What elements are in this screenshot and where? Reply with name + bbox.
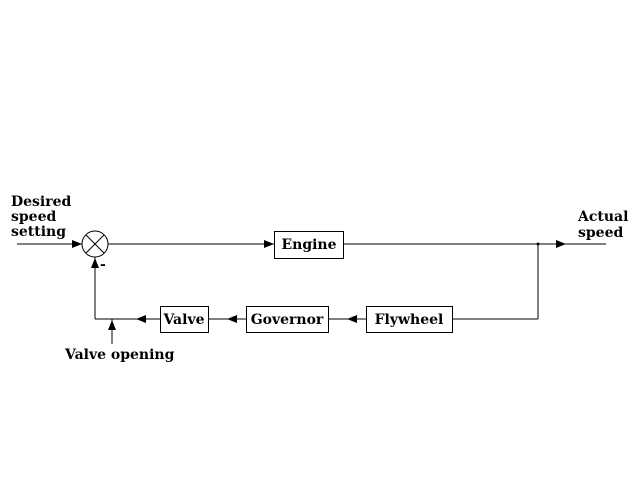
engine-block	[274, 231, 344, 259]
arrowhead-input	[72, 240, 82, 248]
summing-cross-2	[85, 234, 105, 254]
arrowhead-output	[556, 240, 566, 248]
governor-label: Governor	[251, 312, 324, 328]
arrowhead-engine	[264, 240, 274, 248]
arrowhead-valve-opening	[108, 320, 116, 330]
input-label-line-1: Desired	[11, 194, 72, 210]
output-label-line-2: speed	[578, 225, 624, 241]
minus-sign: -	[100, 257, 106, 273]
flywheel-label: Flywheel	[375, 312, 444, 328]
valve-opening-label: Valve opening	[65, 347, 175, 363]
arrowhead-feedback-up	[91, 258, 99, 268]
input-label-line-2: speed	[11, 209, 57, 225]
output-label-line-1: Actual	[578, 209, 629, 225]
governor-block	[246, 306, 329, 333]
arrowhead-valve-to-junction	[136, 315, 146, 323]
valve-label: Valve	[162, 312, 204, 328]
valve-block	[160, 306, 209, 333]
arrowhead-flywheel-to-governor	[347, 315, 357, 323]
engine-label: Engine	[281, 237, 336, 253]
arrowhead-governor-to-valve	[227, 315, 237, 323]
input-label-line-3: setting	[11, 224, 67, 240]
takeoff-point	[536, 242, 540, 246]
flywheel-block	[366, 306, 453, 333]
